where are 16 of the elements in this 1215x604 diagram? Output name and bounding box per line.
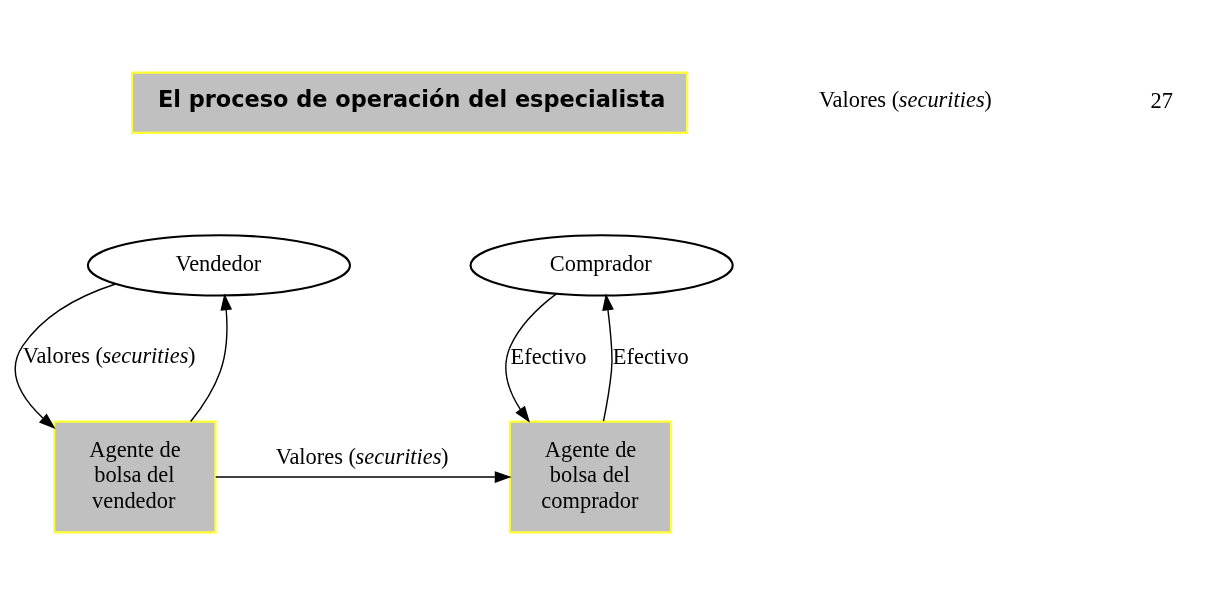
node-box: Agente de bolsa del vendedor bbox=[53, 420, 217, 533]
label: 27 bbox=[1150, 87, 1173, 113]
edge-label: Valores (securities) bbox=[275, 443, 449, 469]
arrow bbox=[190, 292, 233, 422]
node-ellipse: Vendedor bbox=[86, 233, 352, 297]
arrow bbox=[602, 293, 614, 422]
arrow bbox=[505, 292, 558, 423]
node-box: Agente de bolsa del comprador bbox=[508, 420, 673, 533]
edge-label: Valores (securities) bbox=[22, 342, 196, 367]
node-box: El proceso de operación del especialista bbox=[131, 71, 689, 134]
edge-label: Efectivo bbox=[510, 343, 587, 369]
arrow bbox=[215, 470, 512, 483]
label: Valores (securities) bbox=[818, 86, 992, 112]
arrow bbox=[14, 282, 117, 429]
edge-label: Efectivo bbox=[612, 343, 689, 369]
node-ellipse: Comprador bbox=[469, 233, 734, 297]
